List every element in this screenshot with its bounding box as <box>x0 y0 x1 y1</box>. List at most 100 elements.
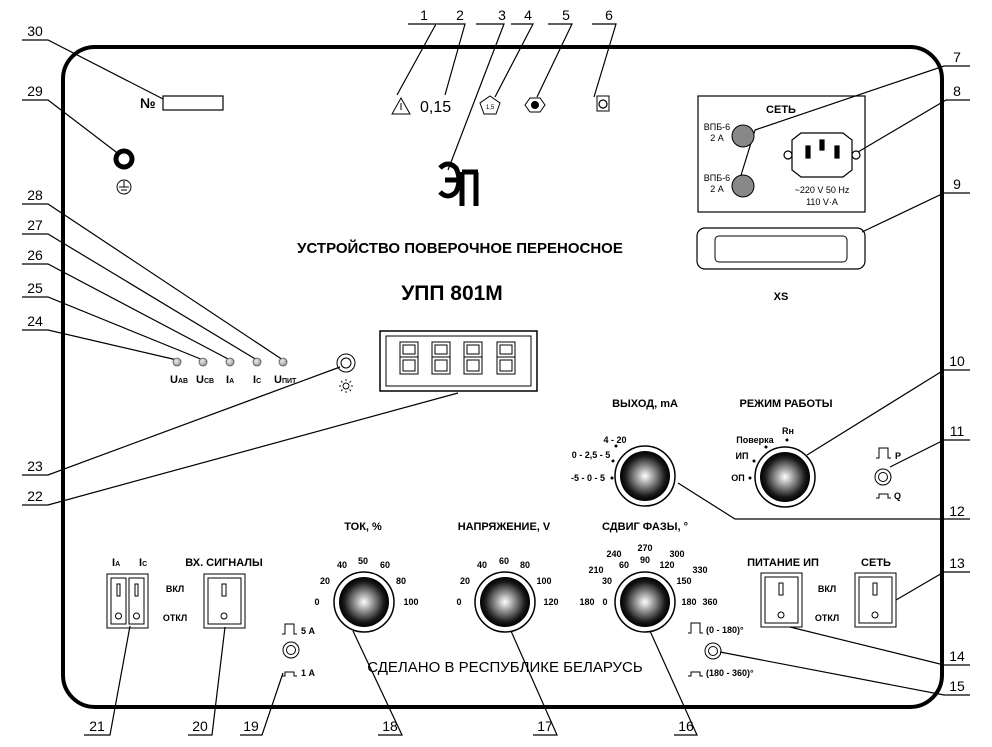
mode-option-check: Поверка <box>736 435 774 445</box>
led-labels: UАВ UСВ IА IС UПИТ <box>170 374 297 386</box>
callout-3: 3 <box>498 7 506 23</box>
callout-1: 1 <box>420 7 428 23</box>
svg-text:80: 80 <box>520 560 530 570</box>
callout-8: 8 <box>953 83 961 99</box>
callout-9: 9 <box>953 176 961 192</box>
svg-text:1,5: 1,5 <box>486 105 495 111</box>
led-ia <box>225 357 235 367</box>
svg-text:150: 150 <box>676 576 691 586</box>
mode-label: РЕЖИМ РАБОТЫ <box>739 398 832 410</box>
callout-4: 4 <box>524 7 532 23</box>
callout-25: 25 <box>27 280 43 296</box>
certification-mark-icon <box>524 97 546 113</box>
current-label: ТОК, % <box>344 521 382 533</box>
ia-label: IА <box>112 557 120 569</box>
ground-icon <box>116 179 132 195</box>
svg-text:90: 90 <box>640 555 650 565</box>
inputs-label: ВХ. СИГНАЛЫ <box>185 557 263 569</box>
callout-7: 7 <box>953 49 961 65</box>
fuse-2[interactable] <box>731 174 755 198</box>
mains-rating-1: ~220 V 50 Hz <box>795 185 850 195</box>
svg-text:40: 40 <box>337 560 347 570</box>
svg-text:0: 0 <box>456 597 461 607</box>
leader-lines <box>22 23 970 736</box>
phase-button-label-a: (0 - 180)° <box>706 625 744 635</box>
ground-terminal[interactable] <box>113 148 135 170</box>
brightness-button[interactable] <box>336 353 356 373</box>
svg-text:0: 0 <box>602 597 607 607</box>
svg-text:20: 20 <box>320 576 330 586</box>
svg-text:30: 30 <box>602 576 612 586</box>
svg-text:330: 330 <box>692 565 707 575</box>
voltage-scale: 0 20 40 60 80 100 120 <box>456 556 558 607</box>
pq-label-p: P <box>895 451 901 461</box>
made-in-label: СДЕЛАНО В РЕСПУБЛИКЕ БЕЛАРУСЬ <box>367 659 643 676</box>
inputs-switch[interactable] <box>203 573 246 629</box>
svg-text:UПИТ: UПИТ <box>274 374 297 386</box>
device-model: УПП 801М <box>401 282 503 305</box>
output-range-3: -5 - 0 - 5 <box>571 473 605 483</box>
callout-15: 15 <box>949 678 965 694</box>
power-inlet[interactable] <box>783 132 861 178</box>
led-ic <box>252 357 262 367</box>
ia-ic-switches[interactable] <box>106 573 149 629</box>
fuse-1[interactable] <box>731 124 755 148</box>
approval-mark-icon <box>596 95 610 112</box>
svg-text:0: 0 <box>314 597 319 607</box>
mains-rating-2: 110 V·A <box>806 197 838 207</box>
svg-text:240: 240 <box>606 549 621 559</box>
xs-connector[interactable] <box>696 227 866 270</box>
svg-text:180: 180 <box>579 597 594 607</box>
svg-text:80: 80 <box>396 576 406 586</box>
power-ip-label: ПИТАНИЕ ИП <box>747 557 819 569</box>
svg-text:210: 210 <box>588 565 603 575</box>
svg-text:60: 60 <box>619 560 629 570</box>
callout-22: 22 <box>27 488 43 504</box>
mains-switch[interactable] <box>854 572 897 628</box>
pq-button[interactable] <box>874 468 892 486</box>
class-pentagon-icon: 1,5 <box>479 95 501 115</box>
serial-plate <box>162 95 224 111</box>
mains-label: СЕТЬ <box>766 104 796 116</box>
power-ip-off-label: ОТКЛ <box>815 613 839 623</box>
warning-icon <box>391 96 411 115</box>
callout-21: 21 <box>89 718 105 734</box>
svg-text:UАВ: UАВ <box>170 374 188 386</box>
mode-option-op: ОП <box>731 473 744 483</box>
fuse1-rating: 2 А <box>710 133 724 143</box>
range-label-1a: 1 А <box>301 668 316 678</box>
power-ip-switch[interactable] <box>760 572 803 628</box>
phase-button-label-b: (180 - 360)° <box>706 668 754 678</box>
callout-24: 24 <box>27 313 43 329</box>
range-label-5a: 5 А <box>301 626 316 636</box>
inputs-off-label: ОТКЛ <box>163 613 187 623</box>
callout-28: 28 <box>27 187 43 203</box>
callout-23: 23 <box>27 458 43 474</box>
ic-label: IС <box>139 557 147 569</box>
svg-text:120: 120 <box>659 560 674 570</box>
range-button[interactable] <box>282 641 300 659</box>
xs-label: XS <box>774 291 789 303</box>
phase-label: СДВИГ ФАЗЫ, ° <box>602 521 688 533</box>
svg-text:300: 300 <box>669 549 684 559</box>
fuse2-rating: 2 А <box>710 184 724 194</box>
callout-numbers: 1 2 3 4 5 6 7 8 9 10 11 12 13 14 15 16 1… <box>27 7 965 734</box>
svg-text:180: 180 <box>681 597 696 607</box>
led-indicators <box>172 357 288 367</box>
pq-button-icons <box>876 447 891 499</box>
svg-text:40: 40 <box>477 560 487 570</box>
callout-27: 27 <box>27 217 43 233</box>
svg-text:100: 100 <box>403 597 418 607</box>
power-ip-on-label: ВКЛ <box>818 584 836 594</box>
svg-text:60: 60 <box>380 560 390 570</box>
digital-display <box>379 330 538 392</box>
callout-10: 10 <box>949 353 965 369</box>
svg-text:IА: IА <box>226 374 234 386</box>
mains-switch-label: СЕТЬ <box>861 557 891 569</box>
led-uab <box>172 357 182 367</box>
phase-range-button[interactable] <box>704 642 722 660</box>
accuracy-class: 0,15 <box>420 99 451 116</box>
callout-12: 12 <box>949 503 965 519</box>
fuse2-type: ВПБ-6 <box>704 173 730 183</box>
